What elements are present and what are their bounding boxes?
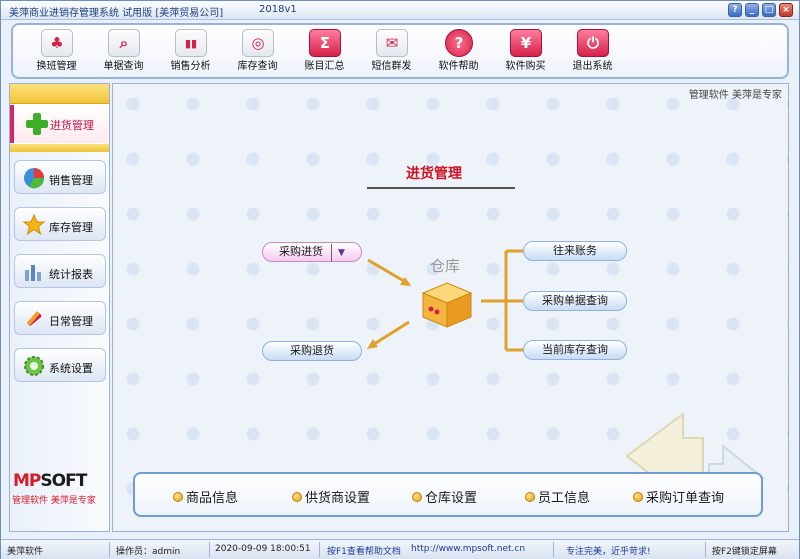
minimize-button[interactable]: _ [745, 3, 759, 17]
sidebar-item-label: 日常管理 [49, 315, 93, 328]
accounts-button[interactable]: 往来账务 [523, 241, 627, 261]
tools-icon [26, 311, 42, 326]
toolbar-document-search-button[interactable]: ⌕ 单据查询 [90, 25, 157, 73]
bullet-icon [412, 491, 422, 502]
bullet-icon [633, 491, 643, 502]
warehouse-box-icon[interactable] [421, 281, 473, 329]
employee-info-link[interactable]: 员工信息 [525, 487, 590, 506]
sidebar-item-label: 统计报表 [49, 268, 93, 281]
header-slogan: 管理软件 美萍是专家 [688, 90, 782, 101]
purchase-return-button[interactable]: 采购退货 [262, 341, 362, 361]
toolbar-purchase-software-button[interactable]: ¥ 软件购买 [492, 25, 559, 73]
toolbar-label: 单据查询 [103, 61, 144, 72]
toolbar-account-summary-button[interactable]: Σ 账目汇总 [291, 25, 358, 73]
toolbar-label: 账目汇总 [304, 61, 345, 72]
brand-slogan: 管理软件 美萍是专家 [12, 496, 96, 506]
sidebar-item-label: 系统设置 [49, 362, 93, 375]
bullet-icon [173, 491, 183, 502]
toolbar-label: 软件帮助 [438, 61, 479, 72]
report-icon [25, 265, 41, 281]
toolbar-label: 短信群发 [371, 61, 412, 72]
toolbar-inventory-query-button[interactable]: ◎ 库存查询 [224, 25, 291, 73]
document-search-icon: ⌕ [108, 29, 140, 57]
purchase-docs-query-button[interactable]: 采购单据查询 [523, 291, 627, 311]
status-datetime: 2020-09-09 18:00:51 [215, 544, 311, 554]
quick-links-bar: 商品信息 供货商设置 仓库设置 员工信息 采购订单查询 [133, 472, 763, 517]
yen-icon: ¥ [510, 29, 542, 57]
status-motto: 专注完美，近乎苛求! [566, 547, 651, 557]
change-shift-icon: ♣ [41, 29, 73, 57]
warehouse-label: 仓库 [430, 257, 461, 275]
version-label: 2018v1 [259, 4, 297, 15]
sidebar: 进货管理 销售管理 库存管理 统计报表 日常管理 系统设置 [9, 83, 110, 532]
sidebar-item-label: 库存管理 [49, 221, 93, 234]
main-panel: 管理软件 美萍是专家 进货管理 采购进货▼ 采购退货 往来账务 采购单据查询 当… [112, 83, 789, 532]
toolbar-label: 退出系统 [572, 61, 613, 72]
help-icon: ? [445, 29, 473, 57]
mpsoft-logo: MPSOFT [13, 471, 87, 491]
window-controls: ? _ □ × [728, 3, 793, 17]
toolbar: ♣ 换班管理 ⌕ 单据查询 ▮▮ 销售分析 ◎ 库存查询 Σ 账目汇总 ✉ 短信… [23, 25, 626, 73]
envelope-icon: ✉ [376, 29, 408, 57]
pie-chart-icon [24, 168, 45, 189]
sidebar-item-reports[interactable]: 统计报表 [14, 254, 106, 288]
plus-icon [26, 113, 48, 135]
maximize-button[interactable]: □ [762, 3, 776, 17]
status-lock-hint: 按F2键锁定屏幕 [712, 547, 777, 557]
help-button[interactable]: ? [728, 3, 742, 17]
toolbar-sms-button[interactable]: ✉ 短信群发 [358, 25, 425, 73]
sidebar-item-daily-management[interactable]: 日常管理 [14, 301, 106, 335]
bullet-icon [525, 491, 535, 502]
exit-icon: ⏻ [577, 29, 609, 57]
toolbar-label: 软件购买 [505, 61, 546, 72]
status-help-hint[interactable]: 按F1查看帮助文档 [327, 547, 401, 557]
sidebar-item-label: 进货管理 [50, 119, 94, 132]
sidebar-item-inventory-management[interactable]: 库存管理 [14, 207, 106, 241]
bar-chart-icon: ▮▮ [175, 29, 207, 57]
status-divider [109, 542, 110, 557]
toolbar-help-button[interactable]: ? 软件帮助 [425, 25, 492, 73]
purchase-order-query-link[interactable]: 采购订单查询 [633, 487, 724, 506]
toolbar-change-shift-button[interactable]: ♣ 换班管理 [23, 25, 90, 73]
status-divider [553, 542, 554, 557]
title-bar: 美萍商业进销存管理系统 试用版 [美萍贸易公司] 2018v1 ? _ □ × [1, 1, 799, 20]
toolbar-label: 库存查询 [237, 61, 278, 72]
product-info-link[interactable]: 商品信息 [173, 487, 238, 506]
sidebar-divider [10, 144, 109, 152]
toolbar-sales-analysis-button[interactable]: ▮▮ 销售分析 [157, 25, 224, 73]
supplier-settings-link[interactable]: 供货商设置 [292, 487, 370, 506]
close-button[interactable]: × [779, 3, 793, 17]
sidebar-header [10, 84, 109, 104]
settings-icon [24, 356, 44, 376]
flow-connectors [367, 249, 523, 352]
sidebar-item-sales-management[interactable]: 销售管理 [14, 160, 106, 194]
sidebar-panel: 销售管理 库存管理 统计报表 日常管理 系统设置 [10, 152, 109, 531]
sigma-icon: Σ [309, 29, 341, 57]
title-underline [367, 187, 515, 189]
status-website-link[interactable]: http://www.mpsoft.net.cn [411, 544, 526, 554]
status-divider [705, 542, 706, 557]
purchase-in-button[interactable]: 采购进货▼ [262, 242, 362, 262]
sidebar-item-label: 销售管理 [49, 174, 93, 187]
inventory-icon: ◎ [242, 29, 274, 57]
sidebar-item-system-settings[interactable]: 系统设置 [14, 348, 106, 382]
sidebar-item-purchase-management[interactable]: 进货管理 [10, 105, 109, 143]
window-title: 美萍商业进销存管理系统 试用版 [美萍贸易公司] [9, 8, 224, 19]
chevron-down-icon[interactable]: ▼ [331, 244, 345, 262]
current-stock-query-button[interactable]: 当前库存查询 [523, 340, 627, 360]
page-title: 进货管理 [406, 166, 462, 182]
bullet-icon [292, 491, 302, 502]
status-bar: 美萍软件 操作员：admin 2020-09-09 18:00:51 按F1查看… [1, 539, 799, 559]
toolbar-label: 销售分析 [170, 61, 211, 72]
status-app-name: 美萍软件 [7, 547, 44, 557]
toolbar-exit-button[interactable]: ⏻ 退出系统 [559, 25, 626, 73]
status-divider [209, 542, 210, 557]
toolbar-label: 换班管理 [36, 61, 77, 72]
status-operator: 操作员：admin [116, 547, 181, 557]
star-icon [23, 214, 45, 236]
status-divider [319, 542, 320, 557]
warehouse-settings-link[interactable]: 仓库设置 [412, 487, 477, 506]
